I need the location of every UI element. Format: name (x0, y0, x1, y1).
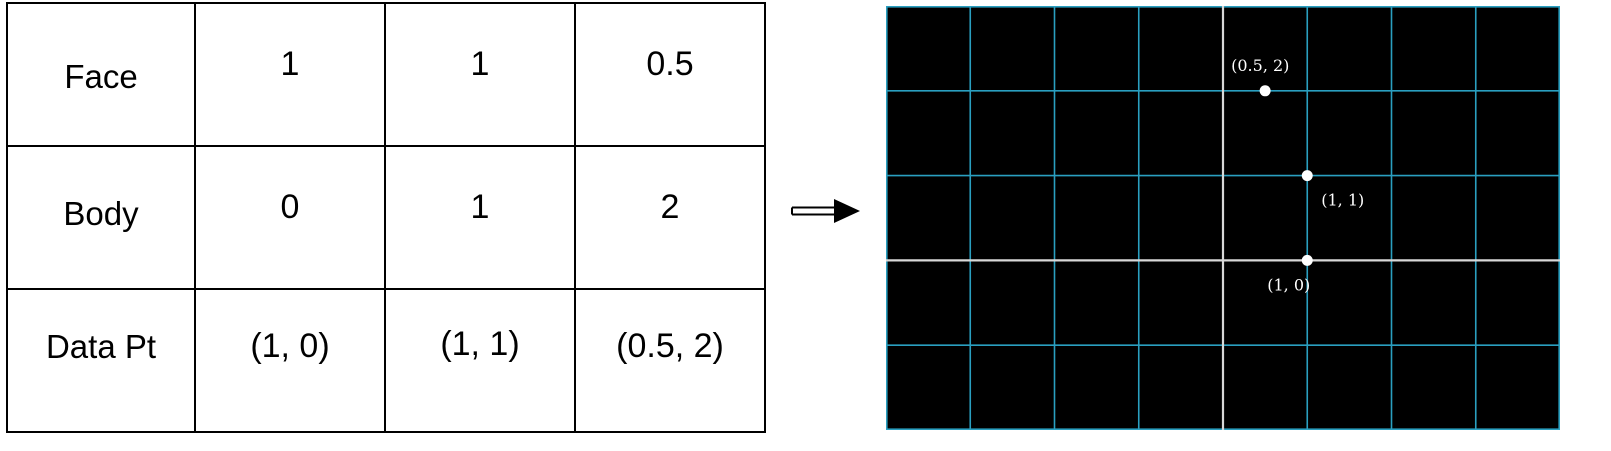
face-value-1: 1 (194, 2, 386, 147)
table-row-data-pt: Data Pt (1, 0) (1, 1) (0.5, 2) (6, 288, 766, 433)
point-label: (1, 1) (1321, 191, 1364, 210)
row-header-data-pt: Data Pt (6, 288, 196, 433)
data-pt-value-1: (1, 0) (194, 288, 386, 433)
point-label: (0.5, 2) (1231, 56, 1289, 75)
table-row-body: Body 0 1 2 (6, 145, 766, 290)
body-value-2: 1 (384, 145, 576, 290)
data-pt-value-2: (1, 1) (384, 288, 576, 433)
data-point (1259, 85, 1271, 97)
row-header-face: Face (6, 2, 196, 147)
data-points (1259, 85, 1313, 266)
face-value-2: 1 (384, 2, 576, 147)
coordinate-plane: (1, 0) (1, 1) (0.5, 2) (886, 6, 1560, 430)
data-table: Face 1 1 0.5 Body 0 1 2 Data Pt (1, 0) (… (6, 2, 766, 433)
data-point (1301, 254, 1313, 266)
row-header-body: Body (6, 145, 196, 290)
point-label: (1, 0) (1267, 275, 1310, 294)
table-row-face: Face 1 1 0.5 (6, 2, 766, 147)
body-value-1: 0 (194, 145, 386, 290)
data-pt-value-3: (0.5, 2) (574, 288, 766, 433)
face-value-3: 0.5 (574, 2, 766, 147)
axes (886, 6, 1560, 430)
point-labels: (1, 0) (1, 1) (0.5, 2) (1231, 56, 1364, 295)
body-value-3: 2 (574, 145, 766, 290)
data-point (1301, 170, 1313, 182)
arrow-right-icon (791, 199, 860, 223)
